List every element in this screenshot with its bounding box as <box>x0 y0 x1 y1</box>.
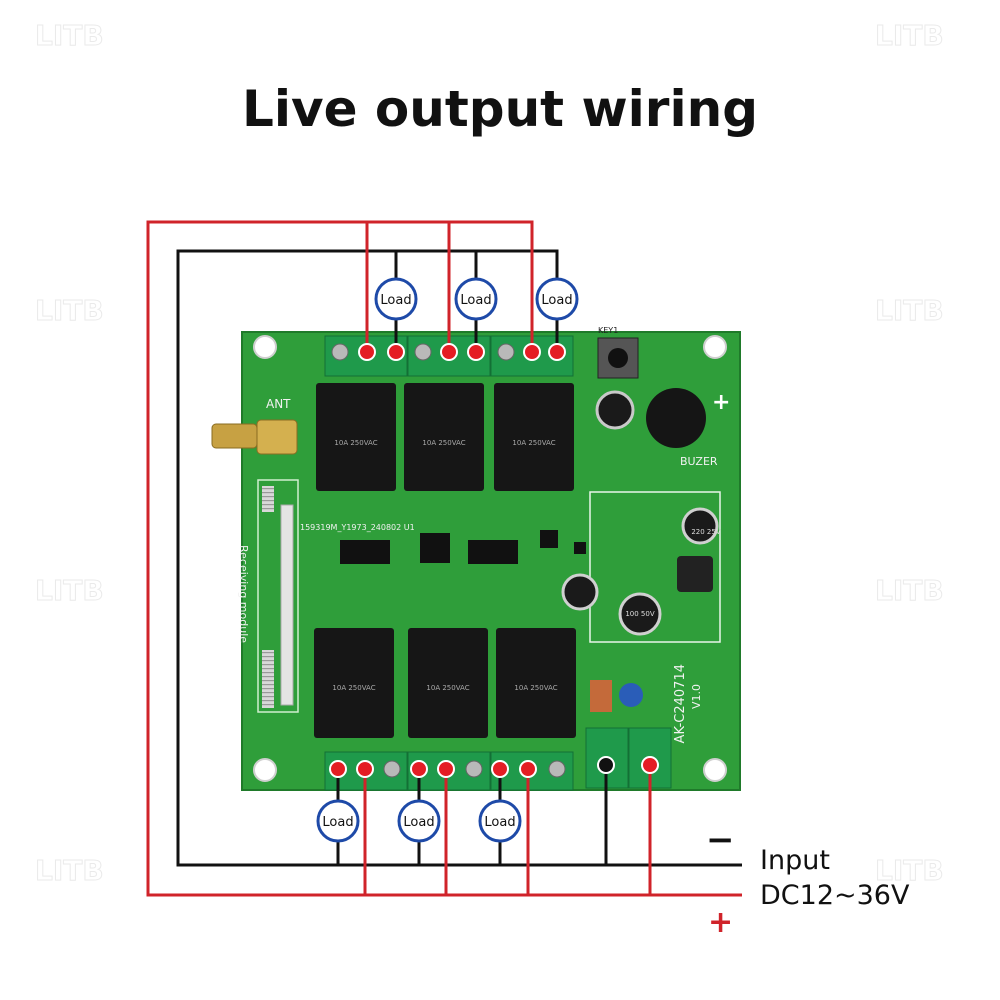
mount-hole <box>703 758 727 782</box>
inductor <box>677 556 713 592</box>
ant-label: ANT <box>266 397 291 411</box>
fuse-f1 <box>590 680 612 712</box>
cap1-label: 220 25V <box>691 528 720 536</box>
load-label: Load <box>380 293 411 308</box>
watermark: LITB <box>875 574 944 607</box>
watermarks: LITB LITB LITB LITB LITB LITB LITB LITB <box>35 19 945 888</box>
terminal-load-5 <box>410 760 428 778</box>
terminal-power-minus <box>597 756 615 774</box>
relay-label: 10A 250VAC <box>422 439 465 447</box>
varistor-vr1 <box>619 683 643 707</box>
bottom-relays <box>314 628 576 738</box>
relay-label: 10A 250VAC <box>334 439 377 447</box>
buzzer-plus-sign: + <box>712 390 731 415</box>
power-terminals <box>585 727 672 789</box>
terminal-load-3 <box>548 343 566 361</box>
watermark: LITB <box>875 854 944 887</box>
terminal-live-3 <box>523 343 541 361</box>
load-label: Load <box>484 815 515 830</box>
terminal-load-1 <box>387 343 405 361</box>
module-label: Receiving module <box>237 545 250 643</box>
terminal-live-6 <box>519 760 537 778</box>
mount-hole <box>253 335 277 359</box>
capacitor-c5 <box>595 390 635 430</box>
load-circle <box>316 799 360 843</box>
watermark: LITB <box>875 294 944 327</box>
load-label: Load <box>322 815 353 830</box>
pcb-board <box>211 331 741 791</box>
terminal-power-plus <box>641 756 659 774</box>
key-button <box>608 348 628 368</box>
input-plus-sign: + <box>708 905 734 940</box>
capacitor-100uf <box>618 592 662 636</box>
input-voltage: DC12~36V <box>760 880 910 911</box>
watermark: LITB <box>35 854 104 887</box>
watermark: LITB <box>35 19 104 52</box>
load-label: Load <box>460 293 491 308</box>
terminal-load-4 <box>329 760 347 778</box>
capacitor-220uf <box>681 507 719 545</box>
antenna-connector <box>211 419 298 455</box>
load-label: Load <box>403 815 434 830</box>
relay-label: 10A 250VAC <box>512 439 555 447</box>
terminal-live-2 <box>440 343 458 361</box>
watermark: LITB <box>35 574 104 607</box>
mount-hole <box>253 758 277 782</box>
relay-label: 10A 250VAC <box>514 684 557 692</box>
cap2-label: 100 50V <box>625 610 654 618</box>
terminal-live-5 <box>437 760 455 778</box>
capacitor-c6 <box>561 573 599 611</box>
buzzer-label: BUZER <box>680 455 718 468</box>
load-circle <box>374 277 418 321</box>
ic-chips <box>340 530 586 564</box>
watermark: LITB <box>35 294 104 327</box>
model-label: AK-C240714 <box>673 664 688 743</box>
key-label: KEY1 <box>598 326 618 335</box>
live-wires <box>146 220 742 897</box>
terminal-load-6 <box>491 760 509 778</box>
input-label: Input <box>760 845 830 876</box>
top-relays <box>316 383 574 491</box>
terminal-load-2 <box>467 343 485 361</box>
input-minus-sign: − <box>706 820 735 860</box>
terminal-live-4 <box>356 760 374 778</box>
terminal-dots <box>329 343 659 778</box>
mount-hole <box>703 335 727 359</box>
terminal-live-1 <box>358 343 376 361</box>
relay-label: 10A 250VAC <box>426 684 469 692</box>
load-circle <box>535 277 579 321</box>
watermark: LITB <box>875 19 944 52</box>
relay-label: 10A 250VAC <box>332 684 375 692</box>
load-circles <box>316 277 579 843</box>
load-circle <box>478 799 522 843</box>
version-label: V1.0 <box>690 684 703 709</box>
load-circle <box>397 799 441 843</box>
pcb-code: 159319M_Y1973_240802 U1 <box>300 523 415 532</box>
buzzer <box>646 388 706 448</box>
load-label: Load <box>541 293 572 308</box>
diagram-title: Live output wiring <box>242 80 758 138</box>
load-circle <box>454 277 498 321</box>
